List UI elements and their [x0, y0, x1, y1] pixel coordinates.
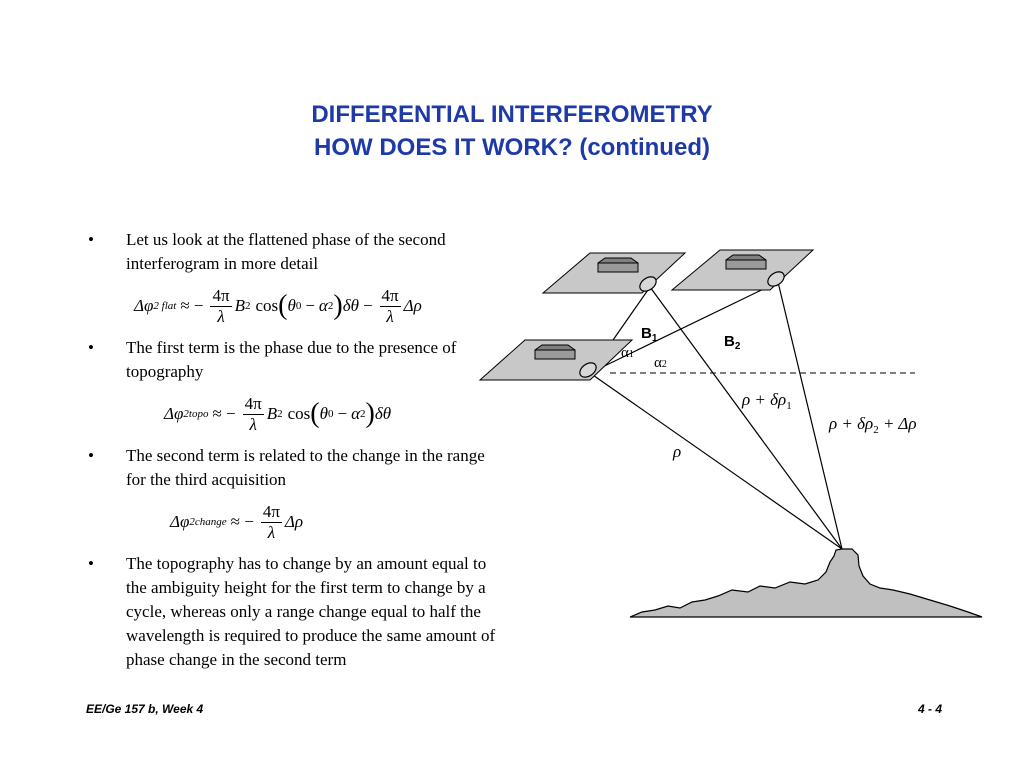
eq-num: 4π: [260, 501, 282, 523]
antenna-dish: [767, 271, 785, 287]
bullet-symbol: •: [88, 230, 94, 249]
eq-lhs: Δφ: [170, 512, 190, 531]
eq-approx: ≈ −: [212, 404, 236, 423]
bullet-symbol: •: [88, 338, 94, 357]
eq-term-sub: 2: [244, 300, 251, 312]
eq-term-sub: 2: [277, 408, 283, 420]
ray-rho-plus-drho2: [777, 281, 843, 550]
eq-den: λ: [267, 522, 276, 542]
bullet-text: The topography has to change by an amoun…: [126, 554, 496, 669]
eq-lhs-sub: 2 flat: [153, 300, 177, 312]
eq-term: B: [234, 296, 245, 315]
footer-course: EE/Ge 157 b, Week 4: [86, 702, 204, 716]
bullet-item: • The first term is the phase due to the…: [86, 336, 506, 384]
eq-dtheta: δθ: [342, 296, 359, 315]
label-alpha1: α1: [621, 345, 634, 361]
eq-theta: θ: [319, 404, 328, 423]
satellite-pass-2: [670, 249, 815, 291]
satellite-reference: [478, 339, 634, 381]
satellite-bus: [725, 259, 767, 270]
bullet-symbol: •: [88, 446, 94, 465]
eq-dtheta: δθ: [374, 404, 392, 423]
bullet-list: • Let us look at the flattened phase of …: [86, 228, 506, 672]
eq-den-2: λ: [386, 306, 394, 326]
title-line-2: HOW DOES IT WORK? (continued): [314, 134, 710, 161]
eq-term: B: [266, 404, 278, 423]
eq-minus-2: −: [362, 296, 373, 315]
eq-alpha-sub: 2: [327, 300, 334, 312]
eq-drho: Δρ: [403, 296, 422, 315]
eq-lhs: Δφ: [164, 404, 184, 423]
eq-minus: −: [337, 404, 348, 423]
ray-rho: [589, 372, 843, 550]
eq-minus: −: [305, 296, 315, 315]
label-b1: B1: [641, 325, 658, 344]
antenna-dish: [639, 276, 657, 292]
satellite-bus: [534, 349, 576, 360]
bullet-text: The second term is related to the change…: [126, 446, 485, 489]
eq-alpha: α: [318, 296, 328, 315]
eq-alpha: α: [351, 404, 360, 423]
title-line-1: DIFFERENTIAL INTERFEROMETRY: [311, 101, 713, 128]
eq-theta: θ: [287, 296, 296, 315]
bullet-item: • The topography has to change by an amo…: [86, 552, 506, 672]
eq-cos: cos: [287, 404, 311, 423]
label-rho: ρ: [672, 442, 681, 461]
antenna-dish: [579, 362, 597, 378]
eq-num-2: 4π: [379, 285, 401, 307]
slide-title: DIFFERENTIAL INTERFEROMETRY HOW DOES IT …: [0, 98, 1024, 164]
label-b2: B2: [724, 333, 741, 352]
eq-approx: ≈ −: [230, 512, 254, 531]
eq-drho: Δρ: [284, 512, 304, 531]
ray-rho-plus-drho1: [649, 286, 843, 550]
baseline-b2: [589, 281, 779, 374]
bullet-item: • Let us look at the flattened phase of …: [86, 228, 506, 276]
eq-theta-sub: 0: [327, 408, 334, 420]
label-range-1: ρ + δρ1: [741, 390, 792, 412]
eq-den: λ: [217, 306, 225, 326]
eq-lhs-sub: 2change: [189, 516, 227, 528]
eq-approx: ≈ −: [180, 296, 204, 315]
bullet-symbol: •: [88, 554, 94, 573]
satellite-pass-1: [541, 252, 687, 294]
label-alpha2: α2: [654, 355, 667, 371]
eq-lhs-sub: 2topo: [183, 408, 209, 420]
footer-page-number: 4 - 4: [917, 702, 942, 716]
bullet-text: The first term is the phase due to the p…: [126, 338, 457, 381]
eq-alpha-sub: 2: [360, 408, 366, 420]
eq-theta-sub: 0: [295, 300, 302, 312]
bullet-text: Let us look at the flattened phase of th…: [126, 230, 446, 273]
terrain: [629, 548, 983, 618]
eq-num: 4π: [242, 393, 264, 415]
eq-den: λ: [249, 414, 257, 434]
eq-num: 4π: [210, 285, 232, 307]
label-range-2: ρ + δρ2 + Δρ: [828, 414, 917, 436]
eq-lhs: Δφ: [134, 296, 154, 315]
satellite-bus: [597, 262, 639, 273]
eq-cos: cos: [255, 296, 279, 315]
bullet-item: • The second term is related to the chan…: [86, 444, 506, 492]
